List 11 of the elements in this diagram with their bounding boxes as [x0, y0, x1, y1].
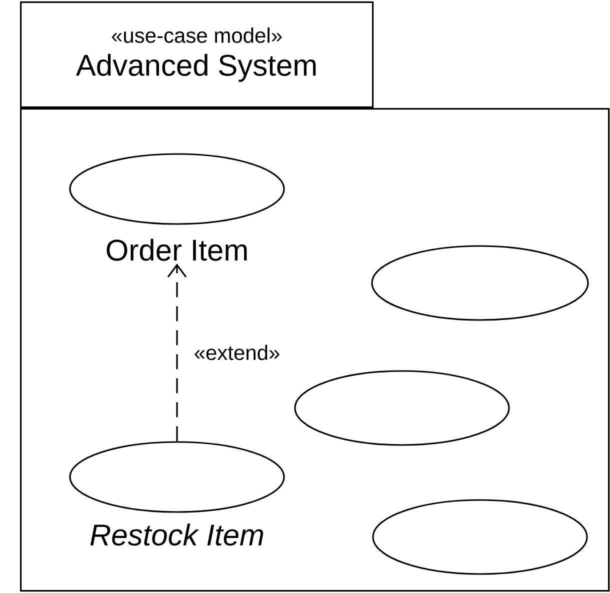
edge-label: «extend»: [194, 344, 280, 360]
use-case-ellipse: [371, 245, 589, 321]
node-label: Advanced System: [76, 54, 316, 82]
node-label: Order Item: [106, 238, 247, 261]
use-case: Order Item: [69, 153, 285, 261]
node-label: «use-case model»: [112, 28, 282, 43]
node-label: Restock Item: [90, 524, 264, 546]
use-case: Restock Item: [69, 441, 285, 546]
extend-arrow: [167, 264, 187, 442]
use-case-ellipse: [372, 499, 588, 575]
use-case-ellipse: [294, 370, 510, 446]
